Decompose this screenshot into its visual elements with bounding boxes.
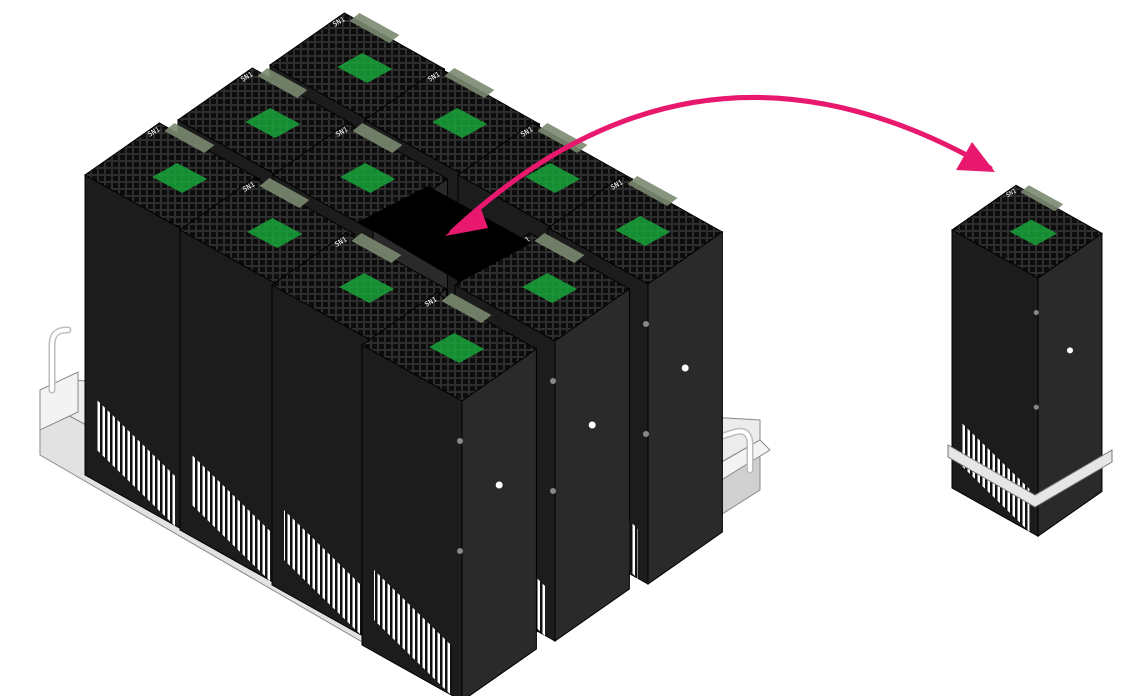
module-pcb [245, 108, 301, 138]
module-connector [257, 68, 308, 98]
module-connector [444, 68, 495, 98]
removed-module-base [947, 444, 1113, 508]
module-connector [1020, 185, 1064, 212]
module-fins [284, 510, 362, 636]
empty-slot [358, 186, 532, 282]
module-pcb [152, 163, 208, 193]
module-connector [352, 123, 403, 153]
module-screw [643, 321, 649, 327]
module-screw [457, 548, 463, 554]
module-indicator [1066, 347, 1074, 354]
module-screw [643, 431, 649, 437]
module-indicator [588, 421, 596, 429]
swap-arrow-head-right [956, 142, 995, 172]
module-fins [374, 570, 452, 696]
module-pcb [615, 216, 671, 246]
module-connector [627, 176, 678, 206]
module-pcb [432, 108, 488, 138]
module-connector [534, 233, 585, 263]
module-connector [441, 293, 492, 323]
module-label: SN1 [1005, 187, 1018, 199]
module-screw [1033, 309, 1039, 316]
module-screw [457, 438, 463, 444]
module-pcb [429, 333, 485, 363]
module-pcb [1009, 219, 1058, 246]
module-connector [259, 178, 310, 208]
power-module: SN1 [951, 184, 1103, 538]
module-indicator [681, 364, 689, 372]
power-module: SN1 [361, 292, 538, 696]
module-side [461, 348, 537, 696]
module-indicator [495, 481, 503, 489]
module-pcb [247, 218, 303, 248]
swap-arrow-icon [449, 94, 993, 235]
module-connector [349, 13, 400, 43]
swap-arrow-head-left [445, 206, 488, 236]
module-screw [550, 488, 556, 494]
module-pcb [337, 53, 393, 83]
module-side [1037, 232, 1103, 538]
module-pcb [340, 163, 396, 193]
module-screw [550, 378, 556, 384]
module-pcb [339, 273, 395, 303]
removed-module: SN1 [947, 184, 1113, 538]
module-side [647, 231, 723, 585]
module-fins [97, 400, 175, 526]
module-connector [351, 233, 402, 263]
module-fins [192, 455, 270, 581]
module-side [554, 288, 630, 642]
module-connector [164, 123, 215, 153]
module-pcb [525, 163, 581, 193]
module-pcb [522, 273, 578, 303]
module-screw [1033, 404, 1039, 410]
